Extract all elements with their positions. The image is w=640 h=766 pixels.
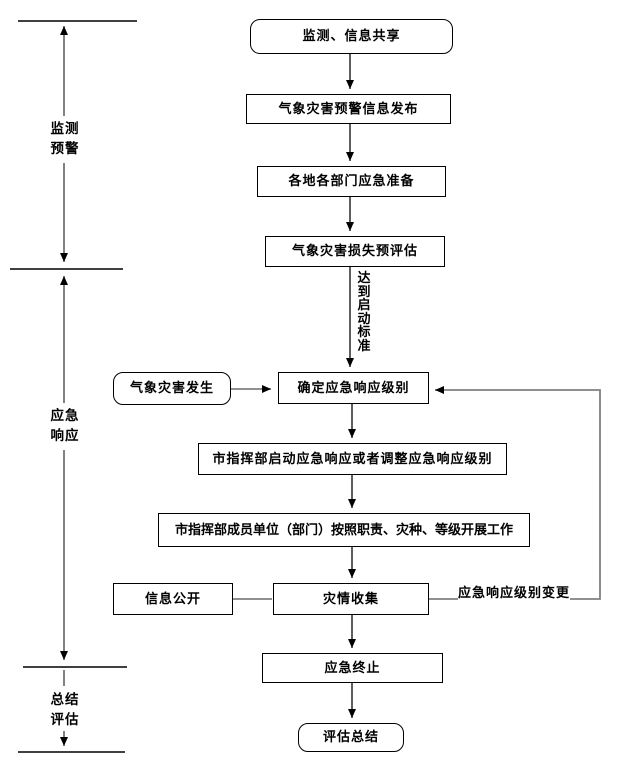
edge-label-reach-threshold: 达到启动标准 xyxy=(356,271,373,354)
node-emergency-end: 应急终止 xyxy=(262,653,443,683)
node-warning-release: 气象灾害预警信息发布 xyxy=(246,94,451,124)
side-connectors xyxy=(231,385,601,600)
phase-label-evaluation: 总结 评估 xyxy=(50,689,80,731)
edge-label-level-change: 应急响应级别变更 xyxy=(458,582,571,601)
phase-axis xyxy=(10,20,137,753)
node-info-public: 信息公开 xyxy=(113,583,233,615)
node-start-adjust: 市指挥部启动应急响应或者调整应急响应级别 xyxy=(198,443,507,475)
node-determine-level: 确定应急响应级别 xyxy=(278,372,429,404)
phase-label-line: 总结 xyxy=(50,692,80,708)
node-members-work: 市指挥部成员单位（部门）按照职责、灾种、等级开展工作 xyxy=(158,513,530,547)
phase-label-line: 预警 xyxy=(50,141,80,157)
node-assess-summary: 评估总结 xyxy=(298,723,404,752)
phase-label-monitoring: 监测 预警 xyxy=(50,118,80,160)
feedback-loop-level-change xyxy=(429,386,601,600)
phase-label-line: 评估 xyxy=(50,712,80,728)
phase-label-line: 监测 xyxy=(50,121,80,137)
node-loss-preassess: 气象灾害损失预评估 xyxy=(265,236,445,267)
phase-axis-ticks xyxy=(10,20,137,753)
phase-label-response: 应急 响应 xyxy=(50,405,80,447)
node-emergency-prep: 各地各部门应急准备 xyxy=(257,166,446,197)
node-disaster-collect: 灾情收集 xyxy=(273,583,429,615)
node-monitor-share: 监测、信息共享 xyxy=(250,19,453,54)
node-disaster-occur: 气象灾害发生 xyxy=(113,372,231,405)
flow-arrows xyxy=(346,54,356,718)
phase-label-line: 响应 xyxy=(50,428,80,444)
phase-label-line: 应急 xyxy=(50,408,80,424)
